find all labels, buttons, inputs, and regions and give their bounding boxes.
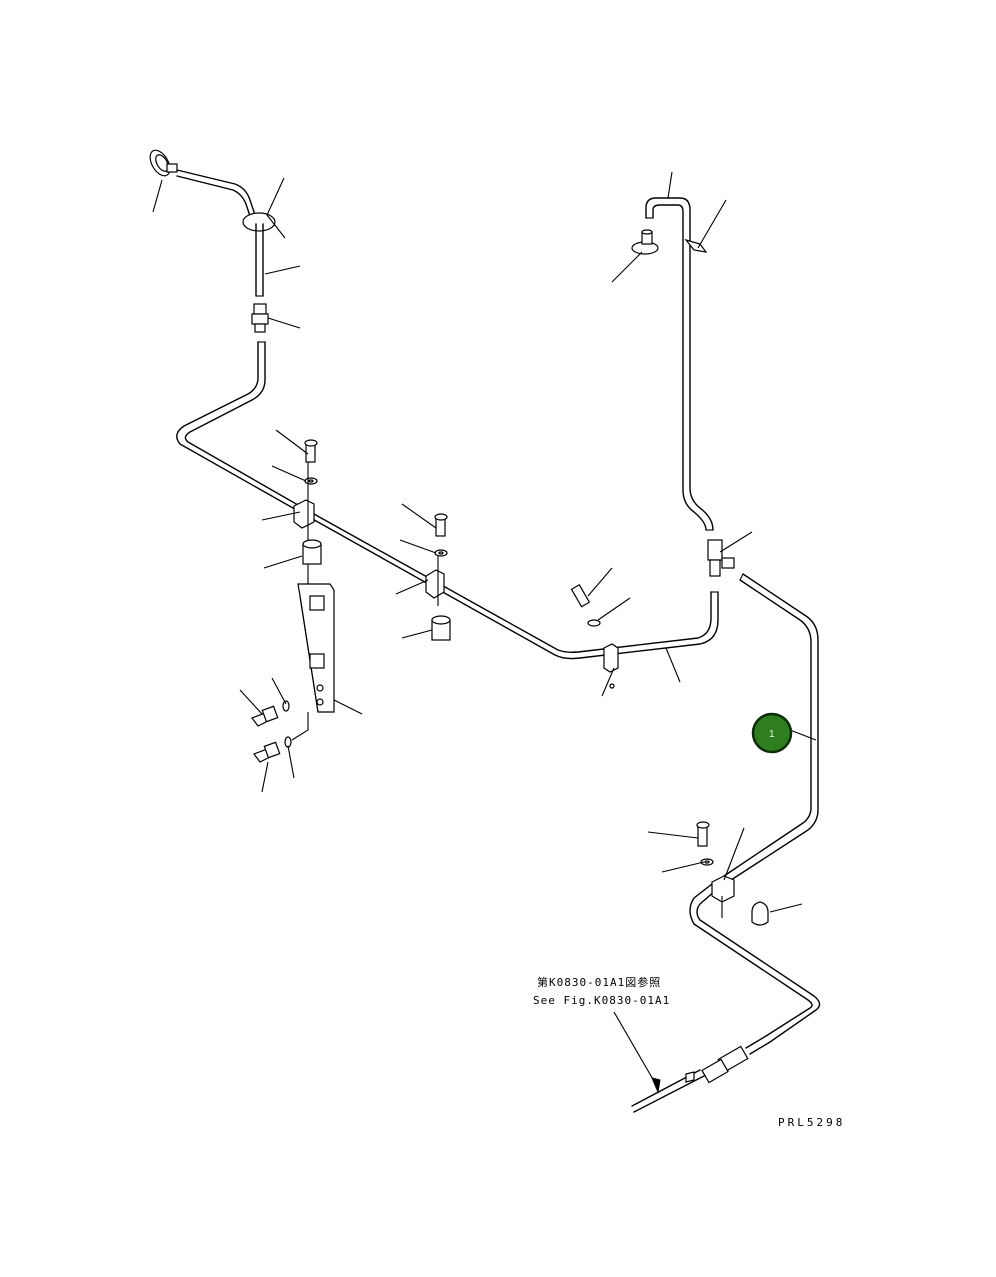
bolt-set-lower-left bbox=[251, 700, 292, 763]
clamp-assembly-right-of-center bbox=[570, 584, 619, 689]
drawing-code: PRL5298 bbox=[778, 1116, 845, 1129]
clamp-bracket-assembly-left bbox=[291, 439, 335, 741]
reference-arrow bbox=[613, 1011, 661, 1094]
pipe-part-1 bbox=[689, 573, 821, 1043]
reference-note-en: See Fig.K0830-01A1 bbox=[533, 994, 670, 1007]
part-badge-1[interactable]: 1 bbox=[751, 712, 793, 754]
tee-fitting-right bbox=[707, 539, 735, 577]
pipe-left-run bbox=[176, 341, 719, 660]
clamp-assembly-lower-right bbox=[696, 821, 769, 926]
breather-cap-assembly bbox=[149, 149, 276, 297]
pressure-port-right bbox=[631, 229, 659, 255]
pipe-fitting-left bbox=[251, 303, 269, 333]
leader-lines bbox=[152, 171, 817, 913]
part-badge-1-label: 1 bbox=[769, 729, 775, 740]
hose-connector-bottom bbox=[631, 1035, 771, 1113]
reference-note-ja: 第K0830-01A1図参照 bbox=[537, 975, 661, 989]
pipe-right-upper bbox=[645, 197, 714, 531]
clamp-assembly-middle bbox=[425, 513, 451, 641]
